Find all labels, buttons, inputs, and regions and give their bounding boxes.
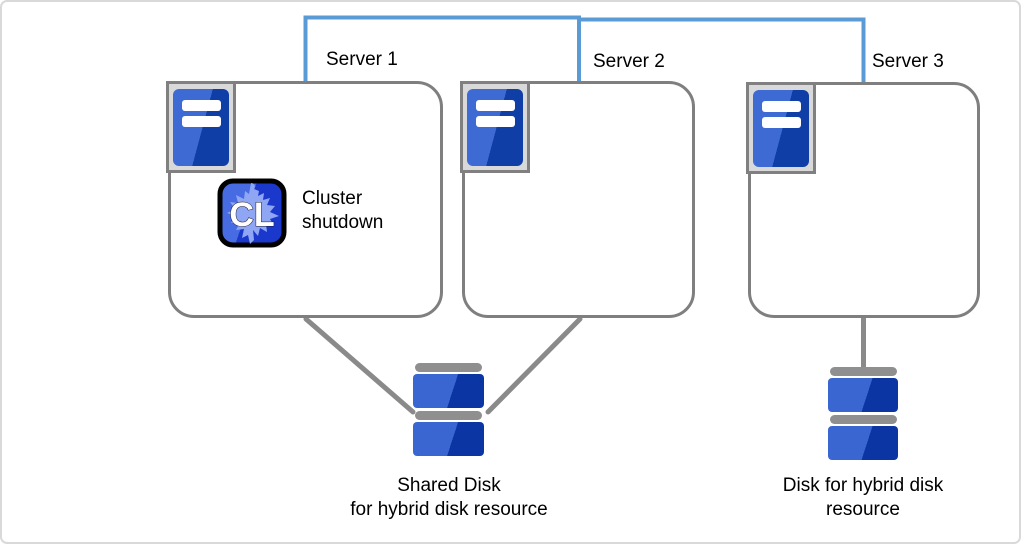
tower-slot-bar [476,116,515,127]
shared-disk-stack-icon [413,363,484,456]
connector-server1-shared-disk [303,316,416,415]
server-2-label: Server 2 [593,51,665,72]
connector-server2-shared-disk [485,316,583,415]
server-tower-body [467,89,523,166]
disk-cap [415,363,482,372]
server-1-label: Server 1 [326,49,398,70]
hybrid-disk-stack-icon [828,367,898,460]
disk-plate [413,374,484,408]
tower-slot-bar [762,101,801,112]
server-3-label: Server 3 [872,51,944,72]
disk-cap [829,367,897,376]
tower-slot-bar [182,116,221,127]
server-tower-icon [746,82,816,174]
server-tower-body [753,90,809,167]
disk-plate [828,378,898,412]
disk-cap [415,411,482,420]
network-line-segment-1 [303,15,581,83]
cl-badge-text: CL [229,196,274,234]
network-line-segment-2 [577,17,866,84]
hybrid-disk-label: Disk for hybrid disk resource [782,475,944,520]
server-tower-body [173,89,229,166]
cl-badge-icon: CL [217,178,287,248]
cl-badge-splat [227,183,279,244]
shared-disk-label: Shared Disk for hybrid disk resource [350,475,548,520]
disk-plate [828,426,898,460]
server-tower-icon [166,81,236,173]
tower-slot-bar [762,117,801,128]
server-2-box [462,81,695,318]
tower-slot-bar [182,100,221,111]
tower-slot-bar [476,100,515,111]
disk-plate [413,422,484,456]
server-tower-icon [460,81,530,173]
disk-cap [829,415,897,424]
cluster-shutdown-label: Cluster shutdown [302,188,384,233]
